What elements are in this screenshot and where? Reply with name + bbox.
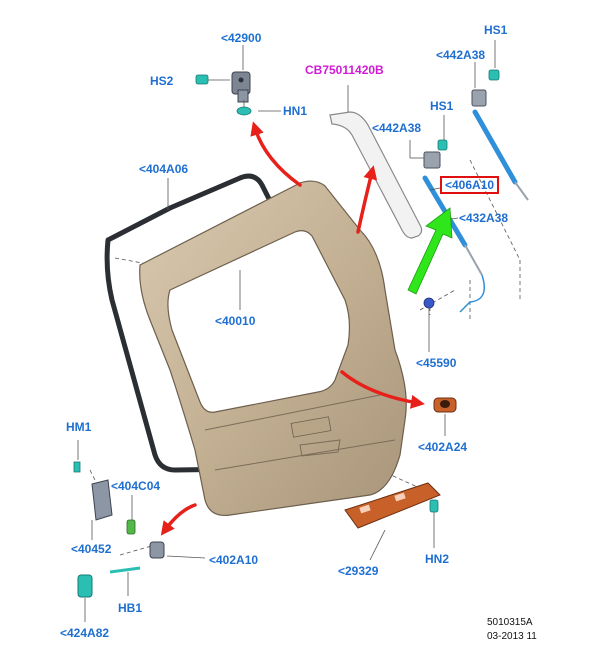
pad-402a24 [433,397,457,413]
bumper-45590 [423,297,435,352]
strut-bracket-top [471,69,500,107]
nut-hn1 [236,100,252,116]
label-402a10: <402A10 [209,553,259,567]
label-cb75011420b: CB75011420B [305,63,384,77]
red-direction-arrows [160,121,425,536]
label-40452: <40452 [71,542,112,556]
label-424a82: <424A82 [60,626,110,640]
bolt-hs2 [195,74,230,85]
hinge-part [231,71,251,103]
latch-402a10 [149,541,165,559]
label-432a38: <432A38 [459,211,509,225]
screw-hm1 [73,461,81,473]
label-29329: <29329 [338,564,379,578]
green-indicator-arrow [407,207,453,295]
label-hb1: HB1 [118,601,143,615]
bolt-hb1 [109,566,141,574]
footer-date: 03-2013 11 [487,631,537,642]
label-402a24: <402A24 [418,440,468,454]
latch-striker-40452 [91,479,113,521]
label-hs1-top: HS1 [484,23,508,37]
label-442a38-mid: <442A38 [372,121,422,135]
label-42900: <42900 [221,31,262,45]
label-hn1: HN1 [283,104,308,118]
label-40010: <40010 [215,314,256,328]
strut-bracket-mid [423,139,448,169]
gas-strut-right [472,109,529,201]
label-406a10-callout: <406A10 [440,176,500,194]
label-404c04: <404C04 [111,479,161,493]
clip-404c04 [126,519,136,535]
label-442a38-top: <442A38 [436,48,486,62]
handle-424a82 [77,574,93,598]
reinforcement-29329 [344,482,441,529]
nut-hn2 [429,499,439,513]
license-plate-recess [290,416,332,438]
label-hs1-mid: HS1 [430,99,454,113]
footer-code: 5010315A [487,617,533,628]
liftgate-lower-detail [204,394,396,471]
label-hn2: HN2 [425,552,450,566]
label-hs2: HS2 [150,74,174,88]
label-404a06: <404A06 [139,162,189,176]
label-leader-lines [77,40,496,622]
liftgate-window-opening [167,230,351,413]
label-hm1: HM1 [66,420,92,434]
label-45590: <45590 [416,356,457,370]
